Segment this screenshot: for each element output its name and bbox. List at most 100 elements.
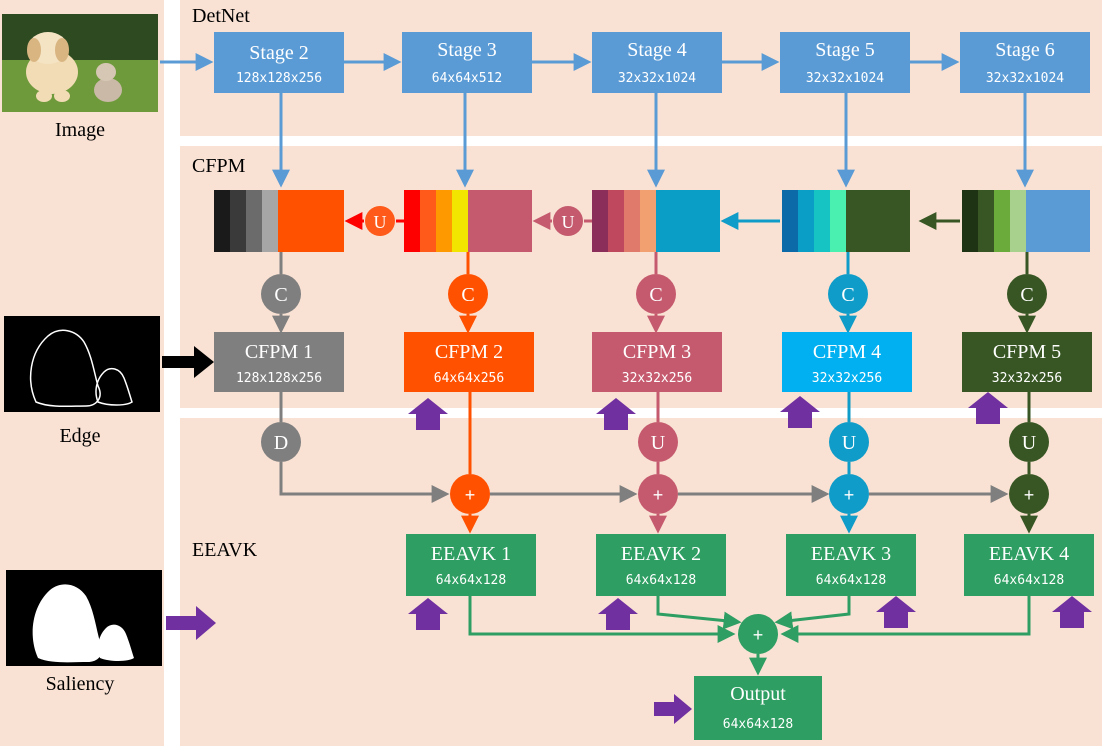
output-dims: 64x64x128 bbox=[723, 717, 793, 732]
eeavk-2-dims: 64x64x128 bbox=[626, 573, 696, 588]
concat-node-3: C bbox=[636, 274, 676, 314]
output-box: Output 64x64x128 bbox=[694, 676, 822, 740]
eeavk-2-box: EEAVK 2 64x64x128 bbox=[596, 534, 726, 596]
stage-3-dims: 64x64x512 bbox=[432, 71, 502, 86]
arrow-eeavk2-to-sum bbox=[656, 596, 742, 630]
cfpm-3-name: CFPM 3 bbox=[623, 341, 691, 363]
supervision-up-arrow-cfpm3 bbox=[596, 398, 636, 430]
svg-text:C: C bbox=[274, 284, 287, 306]
svg-text:+: + bbox=[653, 485, 664, 505]
cfpm-1-name: CFPM 1 bbox=[245, 341, 313, 363]
stage-5-dims: 32x32x1024 bbox=[806, 71, 884, 86]
svg-text:C: C bbox=[461, 284, 474, 306]
stage-3-box: Stage 3 64x64x512 bbox=[402, 32, 532, 93]
stage-2-box: Stage 2 128x128x256 bbox=[214, 32, 344, 93]
svg-text:D: D bbox=[274, 432, 288, 454]
svg-text:U: U bbox=[562, 212, 575, 232]
arrow-eeavk1-to-sum bbox=[468, 596, 736, 643]
cfpm-5-name: CFPM 5 bbox=[993, 341, 1061, 363]
eeavk-2-name: EEAVK 2 bbox=[621, 543, 701, 565]
eeavk-3-box: EEAVK 3 64x64x128 bbox=[786, 534, 916, 596]
section-label-cfpm: CFPM bbox=[192, 155, 246, 177]
supervision-up-arrow-cfpm5 bbox=[968, 392, 1008, 424]
stage-4-name: Stage 4 bbox=[627, 39, 686, 61]
feature-bar-4 bbox=[782, 190, 910, 252]
output-add-node: + bbox=[738, 614, 778, 654]
eeavk-1-name: EEAVK 1 bbox=[431, 543, 511, 565]
svg-text:U: U bbox=[1022, 432, 1037, 454]
eeavk-1-box: EEAVK 1 64x64x128 bbox=[406, 534, 536, 596]
svg-text:U: U bbox=[374, 212, 387, 232]
stage-2-name: Stage 2 bbox=[249, 42, 308, 64]
supervision-up-arrow-eeavk3 bbox=[876, 596, 916, 628]
upsample-node-cfpm4: U bbox=[829, 422, 869, 462]
cfpm-4-dims: 32x32x256 bbox=[812, 371, 882, 386]
concat-node-4: C bbox=[828, 274, 868, 314]
svg-text:C: C bbox=[649, 284, 662, 306]
eeavk-1-dims: 64x64x128 bbox=[436, 573, 506, 588]
stage-5-name: Stage 5 bbox=[815, 39, 874, 61]
cfpm-1-box: CFPM 1 128x128x256 bbox=[214, 332, 344, 392]
cfpm-4-name: CFPM 4 bbox=[813, 341, 881, 363]
eeavk-3-name: EEAVK 3 bbox=[811, 543, 891, 565]
feature-bar-5 bbox=[962, 190, 1090, 252]
svg-text:U: U bbox=[651, 432, 666, 454]
stage-6-box: Stage 6 32x32x1024 bbox=[960, 32, 1090, 93]
feature-bar-1 bbox=[214, 190, 344, 252]
eeavk-4-name: EEAVK 4 bbox=[989, 543, 1069, 565]
downsample-node: D bbox=[261, 422, 301, 462]
concat-node-1: C bbox=[261, 274, 301, 314]
cfpm-5-dims: 32x32x256 bbox=[992, 371, 1062, 386]
stage-5-box: Stage 5 32x32x1024 bbox=[780, 32, 910, 93]
input-edge-label: Edge bbox=[59, 425, 100, 447]
eeavk-3-dims: 64x64x128 bbox=[816, 573, 886, 588]
input-saliency-label: Saliency bbox=[46, 673, 115, 695]
svg-text:+: + bbox=[1024, 485, 1035, 505]
stage-6-name: Stage 6 bbox=[995, 39, 1054, 61]
supervision-up-arrow-eeavk1 bbox=[408, 598, 448, 630]
svg-text:U: U bbox=[842, 432, 857, 454]
input-image-thumbnail bbox=[2, 14, 158, 112]
cfpm-1-dims: 128x128x256 bbox=[236, 371, 322, 386]
stage-4-dims: 32x32x1024 bbox=[618, 71, 696, 86]
stage-3-name: Stage 3 bbox=[437, 39, 496, 61]
arrow-eeavk4-to-sum bbox=[780, 596, 1031, 643]
cfpm-2-dims: 64x64x256 bbox=[434, 371, 504, 386]
section-label-eeavk: EEAVK bbox=[192, 539, 258, 561]
upsample-node-cfpm3: U bbox=[638, 422, 678, 462]
input-saliency-thumbnail bbox=[6, 570, 162, 666]
input-edge-thumbnail bbox=[4, 316, 160, 412]
add-node-2: + bbox=[638, 474, 678, 514]
concat-node-2: C bbox=[448, 274, 488, 314]
supervision-up-arrow-eeavk4 bbox=[1052, 596, 1092, 628]
feature-bar-2 bbox=[404, 190, 532, 252]
cfpm-4-box: CFPM 4 32x32x256 bbox=[782, 332, 912, 392]
stage-4-box: Stage 4 32x32x1024 bbox=[592, 32, 722, 93]
edge-input-arrow bbox=[162, 346, 214, 378]
cfpm-2-box: CFPM 2 64x64x256 bbox=[404, 332, 534, 392]
arrow-d-to-add1 bbox=[279, 462, 450, 503]
feature-bar-3 bbox=[592, 190, 720, 252]
svg-text:+: + bbox=[844, 485, 855, 505]
cfpm-3-box: CFPM 3 32x32x256 bbox=[592, 332, 722, 392]
supervision-up-arrow-eeavk2 bbox=[598, 598, 638, 630]
concat-node-5: C bbox=[1007, 274, 1047, 314]
add-node-1: + bbox=[450, 474, 490, 514]
section-label-detnet: DetNet bbox=[192, 5, 250, 27]
saliency-supervision-arrow bbox=[166, 606, 216, 640]
svg-text:+: + bbox=[753, 625, 764, 645]
upsample-node-bar2-to-bar1: U bbox=[365, 206, 395, 236]
output-name: Output bbox=[730, 683, 786, 705]
svg-text:C: C bbox=[841, 284, 854, 306]
supervision-arrows bbox=[408, 392, 1092, 724]
cfpm-3-dims: 32x32x256 bbox=[622, 371, 692, 386]
add-node-3: + bbox=[829, 474, 869, 514]
supervision-up-arrow-cfpm2 bbox=[408, 398, 448, 430]
input-image-label: Image bbox=[55, 119, 105, 141]
svg-text:C: C bbox=[1020, 284, 1033, 306]
add-node-4: + bbox=[1009, 474, 1049, 514]
supervision-right-arrow-output bbox=[654, 694, 692, 724]
eeavk-4-dims: 64x64x128 bbox=[994, 573, 1064, 588]
arrow-eeavk3-to-sum bbox=[774, 596, 851, 630]
